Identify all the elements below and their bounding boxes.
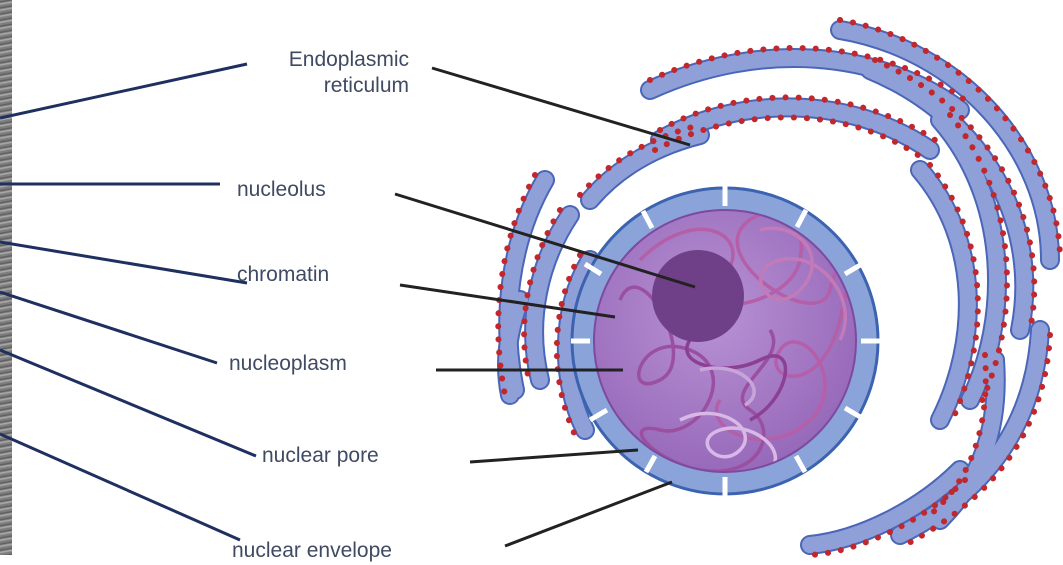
left-leader-lines	[0, 64, 256, 540]
label-er-line1: Endoplasmic	[226, 47, 409, 73]
nucleoplasm	[594, 210, 856, 472]
label-er-line2: reticulum	[226, 73, 409, 99]
label-nuclear-envelope: nuclear envelope	[232, 538, 392, 564]
nucleolus	[652, 250, 744, 342]
label-nucleolus: nucleolus	[237, 177, 326, 203]
label-chromatin: chromatin	[237, 262, 329, 288]
label-endoplasmic-reticulum: Endoplasmic reticulum	[226, 47, 409, 99]
label-nuclear-pore: nuclear pore	[262, 443, 379, 469]
label-nucleoplasm: nucleoplasm	[229, 351, 347, 377]
